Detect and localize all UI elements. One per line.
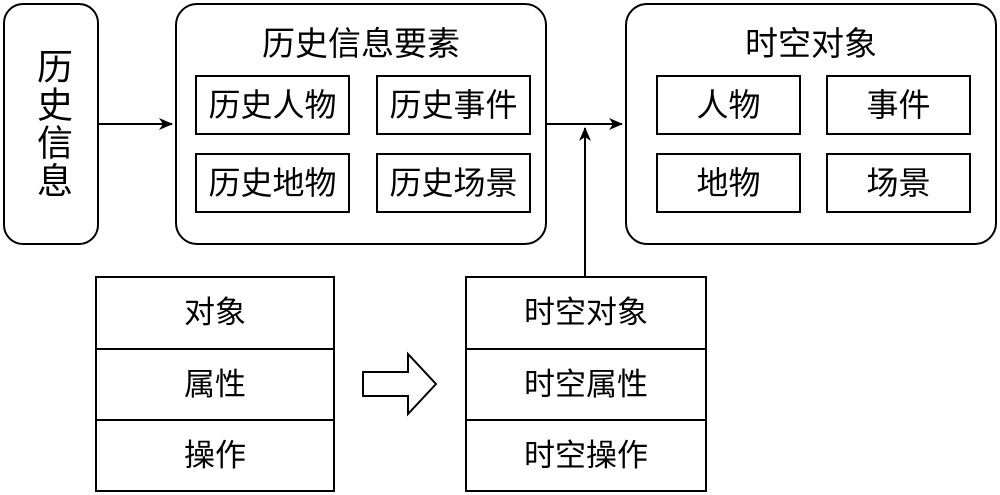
object-table-row-object: 对象 [184, 295, 246, 331]
object-table: 对象 属性 操作 [95, 276, 335, 492]
object-event: 事件 [826, 75, 971, 135]
spatiotemporal-table-row-object: 时空对象 [524, 295, 648, 331]
object-feature: 地物 [656, 153, 801, 213]
spatiotemporal-table-row-attribute: 时空属性 [467, 348, 705, 420]
history-elements-title: 历史信息要素 [262, 23, 460, 63]
spatiotemporal-table-row-operation: 时空操作 [467, 419, 705, 491]
history-info-label: 历史信息 [31, 48, 72, 200]
object-table-row-operation: 操作 [97, 419, 333, 491]
object-scene: 场景 [826, 153, 971, 213]
object-figure: 人物 [656, 75, 801, 135]
element-historical-figure: 历史人物 [195, 75, 350, 135]
history-info-box: 历史信息 [3, 3, 99, 245]
element-historical-event: 历史事件 [376, 75, 531, 135]
object-table-row-attribute: 属性 [97, 348, 333, 420]
spatiotemporal-table: 时空对象 时空属性 时空操作 [465, 276, 707, 492]
transform-block-arrow [362, 351, 438, 417]
element-historical-feature: 历史地物 [195, 153, 350, 213]
element-historical-scene: 历史场景 [376, 153, 531, 213]
spatiotemporal-object-title: 时空对象 [745, 23, 877, 63]
